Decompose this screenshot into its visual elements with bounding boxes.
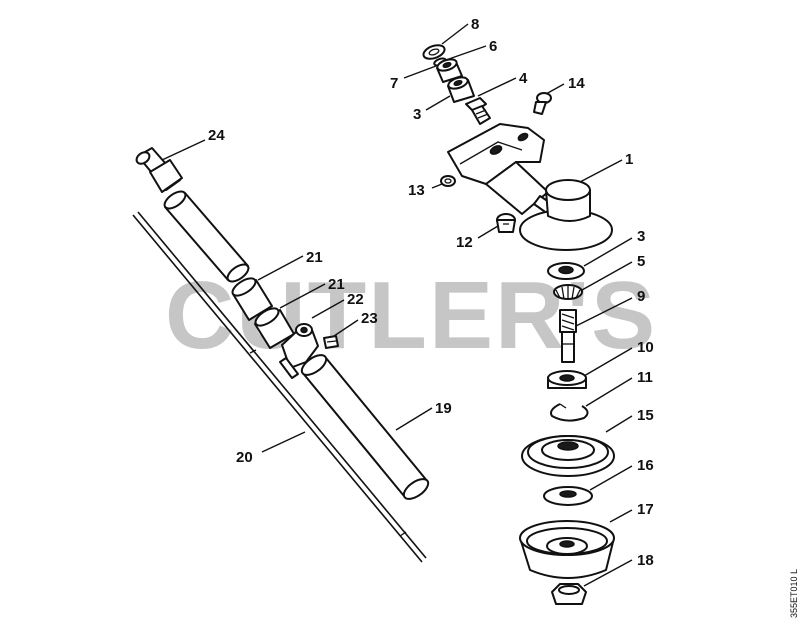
callout-14: 14 xyxy=(568,75,585,92)
leader-lines xyxy=(161,23,633,587)
callout-9: 9 xyxy=(637,288,645,305)
callout-22: 22 xyxy=(347,291,364,308)
callout-10: 10 xyxy=(637,339,654,356)
part-bolt xyxy=(465,97,491,125)
part-clamp-screw xyxy=(323,335,339,349)
callout-15: 15 xyxy=(637,407,654,424)
part-clamp xyxy=(279,323,319,379)
callout-4: 4 xyxy=(519,70,528,87)
callout-13: 13 xyxy=(408,182,425,199)
callout-6: 6 xyxy=(489,38,497,55)
part-bevel-gear xyxy=(553,284,583,300)
part-circlip xyxy=(550,403,589,422)
callout-12: 12 xyxy=(456,234,473,251)
callout-7: 7 xyxy=(390,75,398,92)
callout-16: 16 xyxy=(637,457,654,474)
part-thrust-plate xyxy=(521,435,615,477)
part-screw-14 xyxy=(533,92,552,115)
callout-18: 18 xyxy=(637,552,654,569)
part-washer-13 xyxy=(440,175,456,187)
callout-20: 20 xyxy=(236,449,253,466)
part-gear-housing xyxy=(447,123,613,251)
part-washer-16 xyxy=(543,486,593,506)
part-bearing-mid xyxy=(547,262,585,280)
part-nut xyxy=(551,583,587,605)
callout-24: 24 xyxy=(208,127,225,144)
part-bearing-lower xyxy=(547,370,587,389)
part-bearing-upper xyxy=(436,58,463,83)
drawing-code: 355ET010 L xyxy=(789,569,799,618)
callout-1: 1 xyxy=(625,151,633,168)
callout-11: 11 xyxy=(637,369,653,386)
part-upper-tube xyxy=(163,190,250,283)
part-washer-top xyxy=(422,44,446,60)
part-plug-12 xyxy=(496,213,516,233)
part-lower-tube xyxy=(300,354,430,500)
callout-19: 19 xyxy=(435,400,452,417)
part-bearing-top xyxy=(447,76,475,103)
part-drive-shaft xyxy=(132,211,427,563)
part-sleeve-upper xyxy=(231,277,273,321)
callout-23: 23 xyxy=(361,310,378,327)
callout-labels: 24 21 21 22 23 19 20 8 6 7 4 14 3 1 13 1… xyxy=(208,16,654,569)
callout-21-lower: 21 xyxy=(328,276,345,293)
callout-3-top: 3 xyxy=(413,106,421,123)
callout-3-mid: 3 xyxy=(637,228,645,245)
callout-21-upper: 21 xyxy=(306,249,323,266)
callout-8: 8 xyxy=(471,16,479,33)
part-pinion-shaft xyxy=(559,309,577,363)
callout-17: 17 xyxy=(637,501,654,518)
part-end-cap xyxy=(135,147,183,193)
callout-5: 5 xyxy=(637,253,645,270)
part-sleeve-lower xyxy=(254,307,295,349)
part-cup xyxy=(519,520,615,579)
